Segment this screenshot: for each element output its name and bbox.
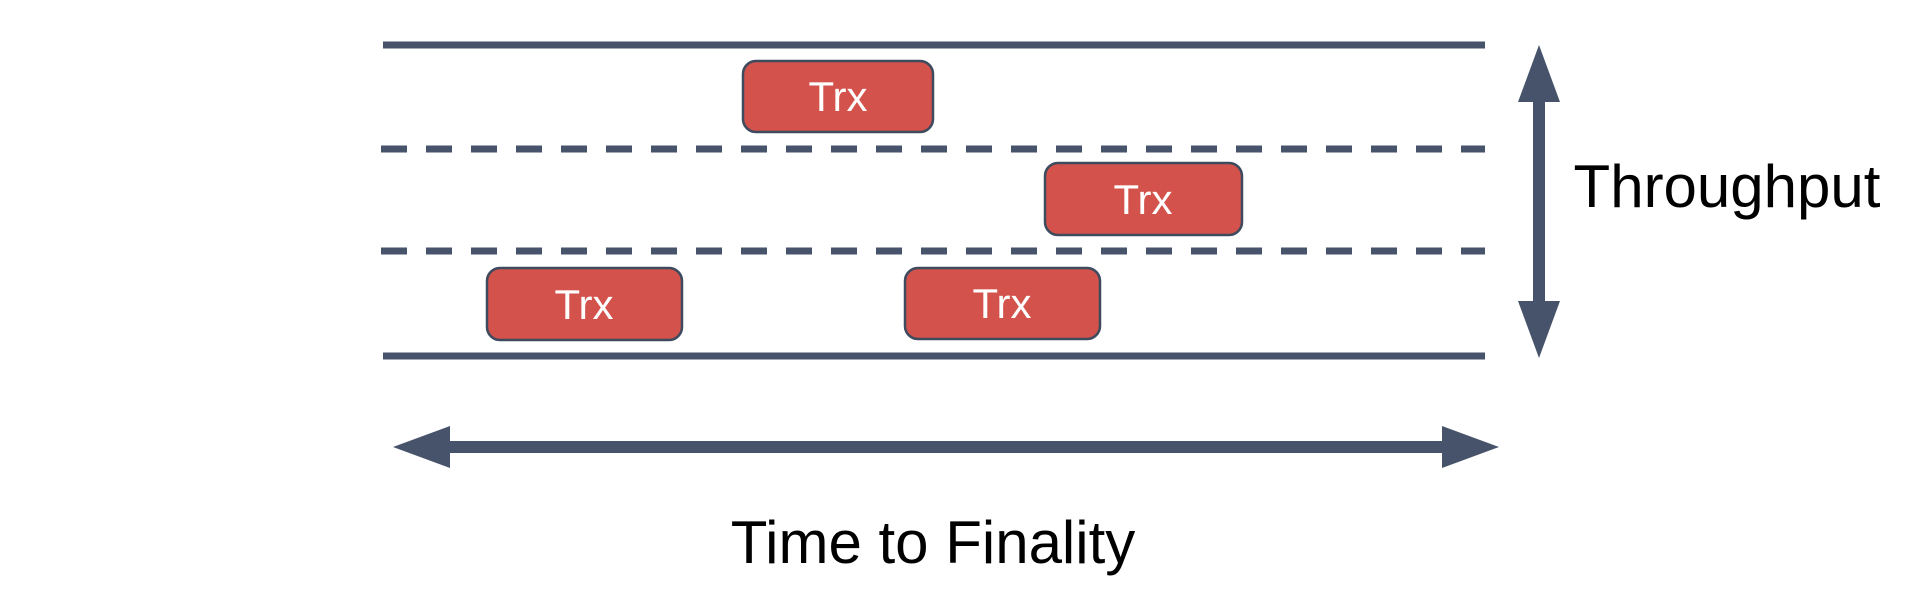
trx-box-top-lane: Trx [741,59,935,134]
time-to-finality-arrow [393,426,1499,468]
trx-box-bottom-lane-right: Trx [903,266,1102,341]
trx-box-rect [903,266,1102,341]
throughput-label: Throughput [1574,153,1881,220]
trx-box-label: Trx [972,280,1031,327]
trx-box-rect [741,59,935,134]
trx-box-label: Trx [808,73,867,120]
throughput-arrow-down-head-icon [1518,301,1560,358]
throughput-arrow-up-head-icon [1518,45,1560,102]
trx-box-middle-lane: Trx [1043,161,1244,237]
trx-box-rect [1043,161,1244,237]
trx-box-label: Trx [1113,176,1172,223]
time-to-finality-arrow-right-head-icon [1442,426,1499,468]
time-to-finality-label: Time to Finality [731,509,1136,576]
throughput-arrow [1518,45,1560,358]
trx-box-label: Trx [554,281,613,328]
trx-box-bottom-lane-left: Trx [485,266,684,342]
trx-box-rect [485,266,684,342]
time-to-finality-arrow-left-head-icon [393,426,450,468]
